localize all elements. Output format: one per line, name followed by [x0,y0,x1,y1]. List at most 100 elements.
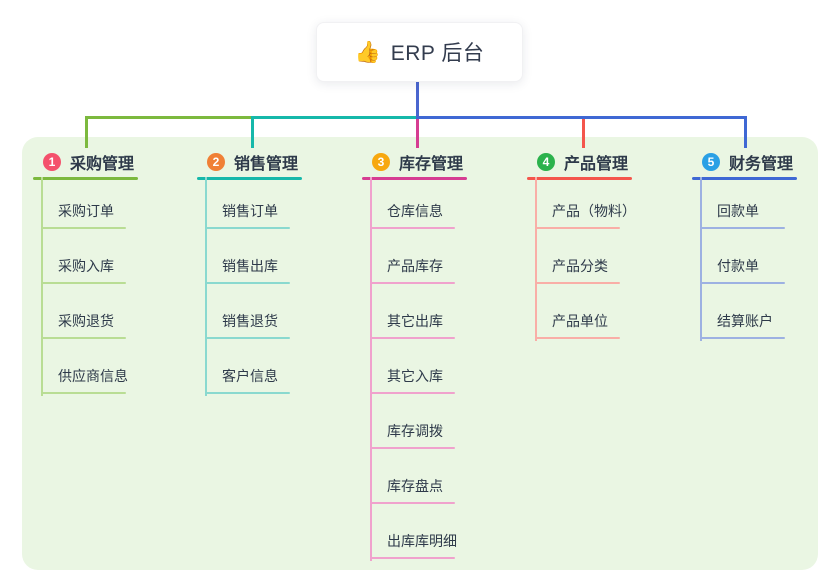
child-node-label: 客户信息 [222,368,278,384]
thumbs-up-icon: 👍 [354,40,381,64]
child-underline [700,282,785,284]
child-node[interactable]: 付款单 [692,229,797,284]
child-node[interactable]: 出库库明细 [362,504,467,559]
child-underline [370,227,455,229]
child-node-label: 产品库存 [387,258,443,274]
child-underline [370,392,455,394]
branch-children: 采购订单 采购入库 采购退货 供应商信息 [33,174,138,394]
branch-finance-title[interactable]: 5 财务管理 [692,146,797,177]
branch-child-connector [700,177,702,341]
child-node-label: 付款单 [717,258,759,274]
child-node-label: 仓库信息 [387,203,443,219]
branch-sales: 2 销售管理 销售订单 销售出库 销售退货 客户信息 [197,146,302,396]
connector-drop-product [582,119,585,148]
child-node-label: 销售出库 [222,258,278,274]
child-underline [535,337,620,339]
child-node[interactable]: 供应商信息 [33,339,138,394]
connector-drop-finance [744,116,747,148]
child-underline [700,227,785,229]
child-underline [535,227,620,229]
child-underline [700,337,785,339]
child-node[interactable]: 库存盘点 [362,449,467,504]
child-node-label: 产品分类 [552,258,608,274]
connector-drop-sales [251,116,254,148]
child-node[interactable]: 客户信息 [197,339,302,394]
branch-inventory: 3 库存管理 仓库信息 产品库存 其它出库 其它入库 库存调拨 [362,146,467,561]
branch-children: 仓库信息 产品库存 其它出库 其它入库 库存调拨 库存盘点 [362,174,467,559]
child-node[interactable]: 销售退货 [197,284,302,339]
child-node[interactable]: 库存调拨 [362,394,467,449]
child-node-label: 出库库明细 [387,533,457,549]
branch-child-connector [370,177,372,561]
connector-bus-purchase [85,116,252,119]
child-underline [370,502,455,504]
child-node[interactable]: 回款单 [692,174,797,229]
branch-title-label: 产品管理 [564,155,629,173]
child-node[interactable]: 其它入库 [362,339,467,394]
branch-product: 4 产品管理 产品（物料） 产品分类 产品单位 [527,146,636,341]
connector-root-vertical [416,82,419,117]
branch-title-label: 销售管理 [234,155,299,173]
branch-product-title[interactable]: 4 产品管理 [527,146,632,177]
child-node-label: 其它入库 [387,368,443,384]
child-underline [370,447,455,449]
branch-inventory-title[interactable]: 3 库存管理 [362,146,467,177]
child-underline [41,337,126,339]
root-node-label: ERP 后台 [390,42,485,65]
branch-sales-title[interactable]: 2 销售管理 [197,146,302,177]
branch-purchase: 1 采购管理 采购订单 采购入库 采购退货 供应商信息 [33,146,138,396]
root-node[interactable]: 👍 ERP 后台 [316,22,523,82]
branch-finance: 5 财务管理 回款单 付款单 结算账户 [692,146,797,341]
child-node-label: 库存调拨 [387,423,443,439]
branch-underline [33,177,138,180]
connector-bus-sales [251,116,419,119]
branches-background-panel [22,137,818,570]
child-node-label: 产品（物料） [552,203,636,219]
child-underline [370,282,455,284]
child-node[interactable]: 销售出库 [197,229,302,284]
child-underline [370,557,455,559]
child-node[interactable]: 销售订单 [197,174,302,229]
child-node[interactable]: 结算账户 [692,284,797,339]
child-node-label: 销售订单 [222,203,278,219]
child-node[interactable]: 产品库存 [362,229,467,284]
branch-number-badge: 4 [537,152,555,171]
child-underline [205,282,290,284]
connector-drop-purchase [85,116,88,148]
branch-title-label: 库存管理 [399,155,464,173]
child-node[interactable]: 产品（物料） [527,174,636,229]
branch-number-badge: 3 [372,152,390,171]
child-underline [41,227,126,229]
branch-children: 销售订单 销售出库 销售退货 客户信息 [197,174,302,394]
child-underline [205,337,290,339]
branch-title-label: 采购管理 [70,155,135,173]
connector-drop-inventory [416,119,419,148]
child-node[interactable]: 采购退货 [33,284,138,339]
child-node-label: 采购退货 [58,313,114,329]
child-node[interactable]: 产品分类 [527,229,632,284]
child-node[interactable]: 产品单位 [527,284,632,339]
child-node-label: 销售退货 [222,313,278,329]
child-node-label: 其它出库 [387,313,443,329]
branch-child-connector [535,177,537,341]
branch-purchase-title[interactable]: 1 采购管理 [33,146,138,177]
child-node-label: 产品单位 [552,313,608,329]
child-node-label: 结算账户 [717,313,773,329]
branch-underline [527,177,632,180]
child-node[interactable]: 采购订单 [33,174,138,229]
connector-bus-finance [416,116,747,119]
branch-number-badge: 2 [207,152,225,171]
child-node[interactable]: 采购入库 [33,229,138,284]
branch-child-connector [205,177,207,396]
child-node[interactable]: 仓库信息 [362,174,467,229]
child-underline [41,282,126,284]
branch-underline [692,177,797,180]
child-underline [41,392,126,394]
child-node[interactable]: 其它出库 [362,284,467,339]
child-node-label: 采购订单 [58,203,114,219]
child-underline [535,282,620,284]
branch-number-badge: 5 [702,152,720,171]
child-underline [370,337,455,339]
child-node-label: 回款单 [717,203,759,219]
branch-children: 回款单 付款单 结算账户 [692,174,797,339]
